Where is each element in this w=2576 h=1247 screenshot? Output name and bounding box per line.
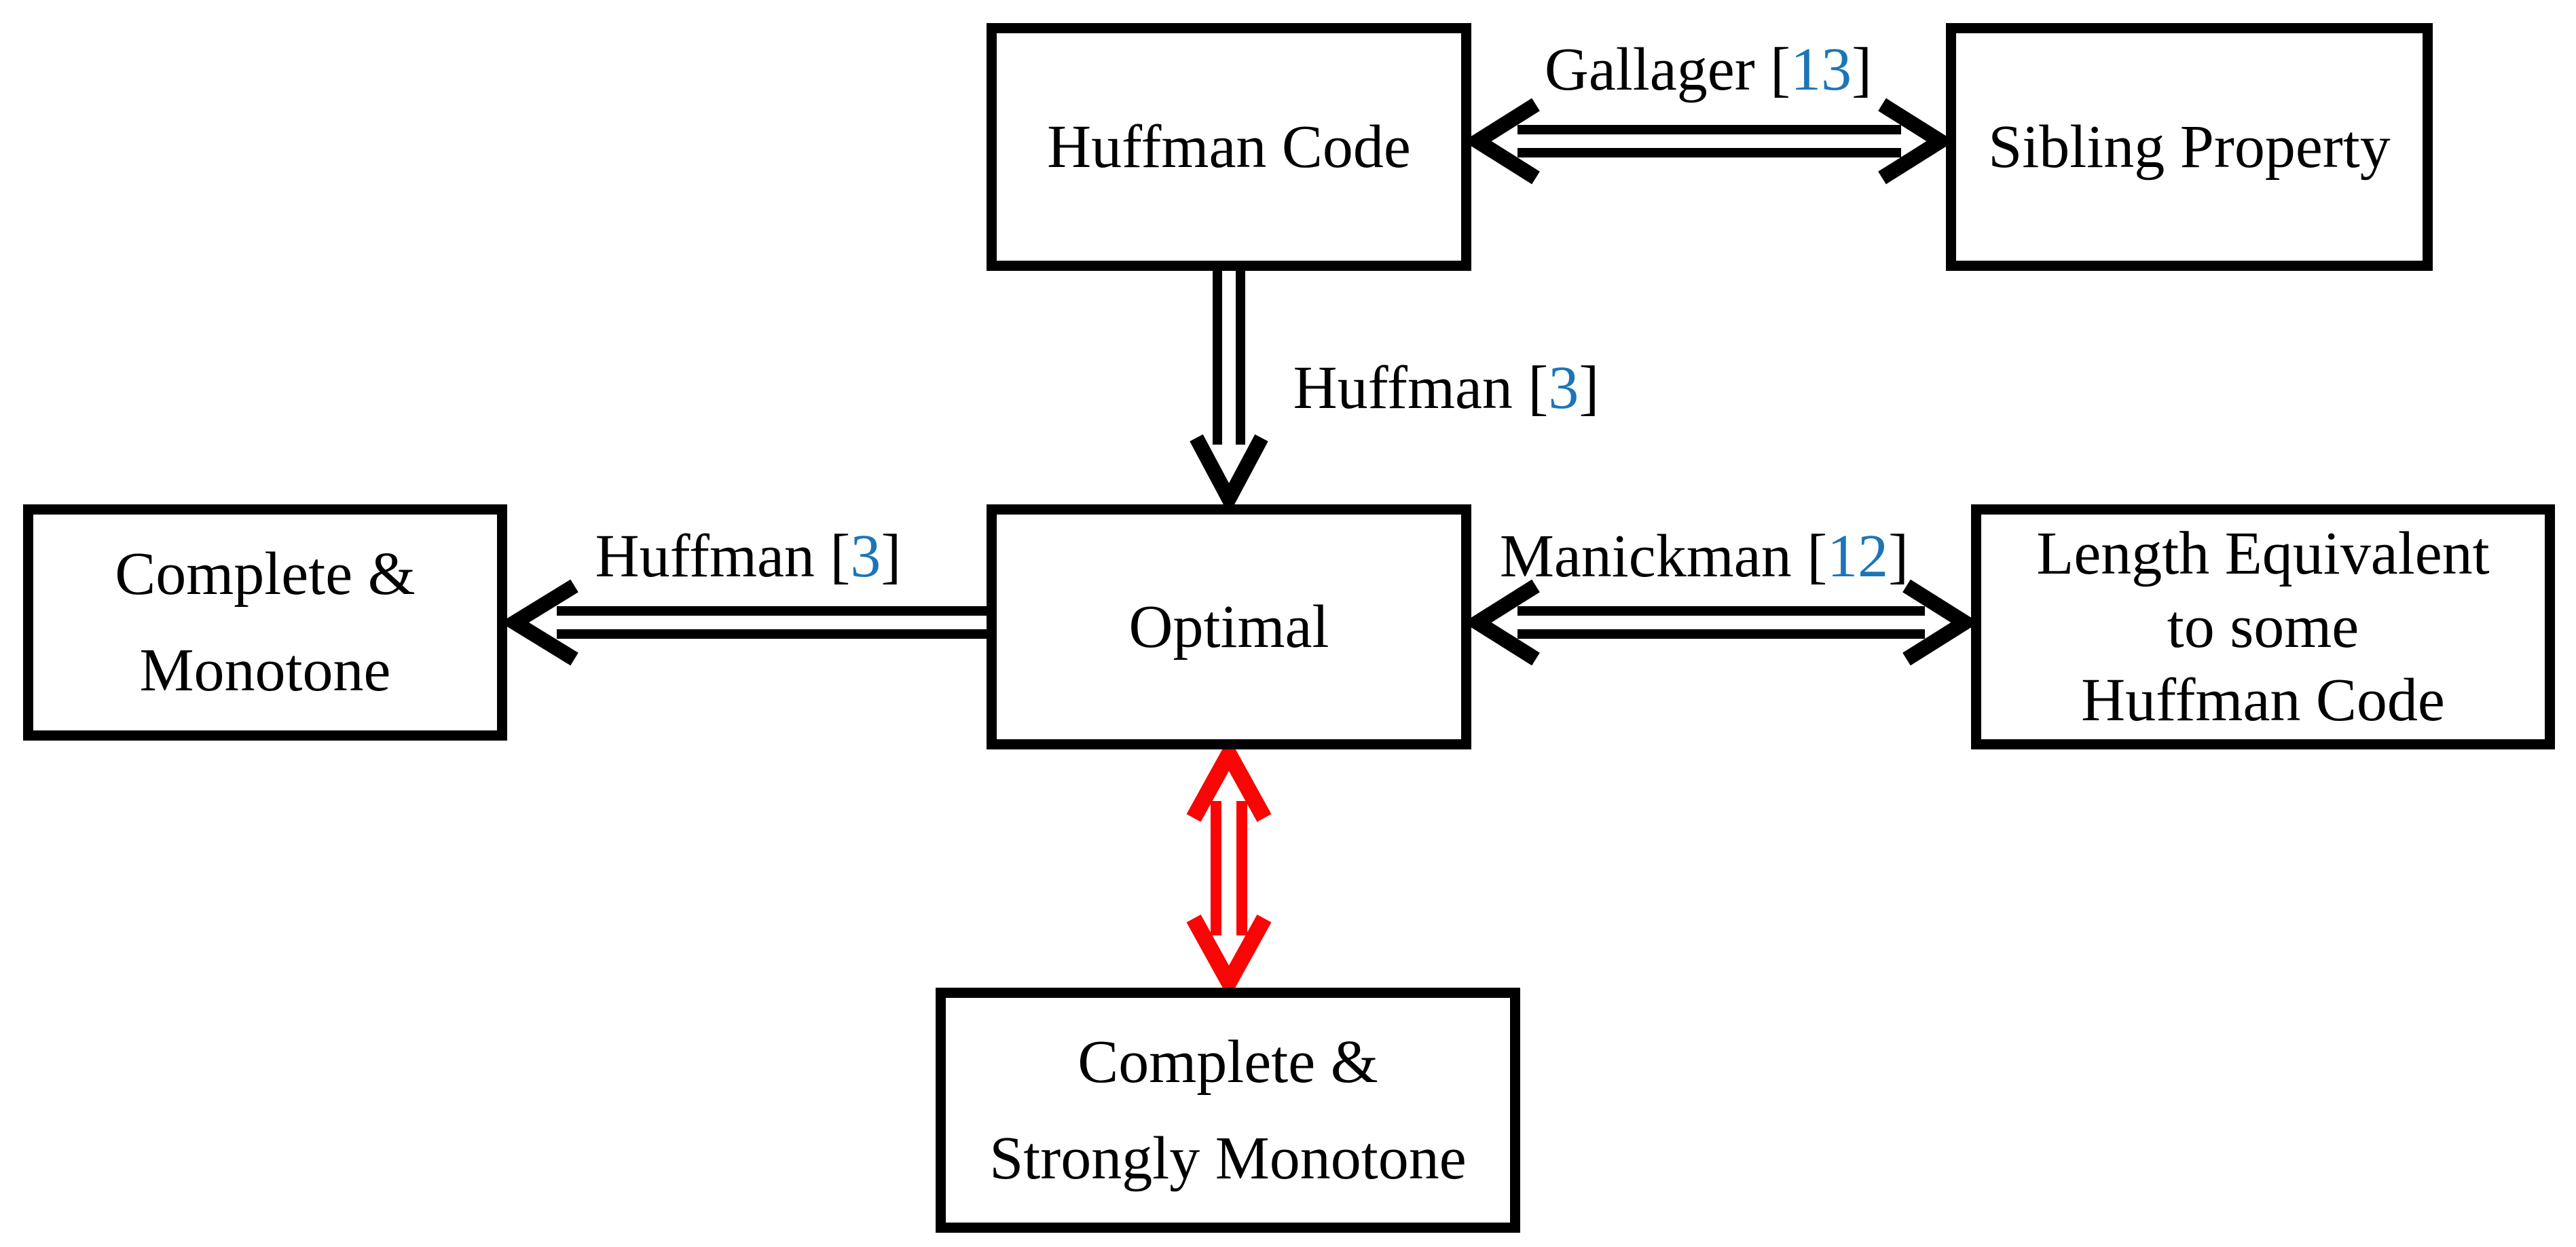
node-optimal: Optimal — [987, 504, 1471, 749]
gallager-arrow — [1463, 98, 1955, 185]
edge-label-text: Huffman [ — [595, 523, 851, 590]
arrow-head-chevron-left — [500, 579, 578, 666]
edge-label-manickman: Manickman [12] — [1500, 526, 1909, 587]
edge-label-text: Huffman [ — [1293, 354, 1549, 422]
node-label-line: Huffman Code — [2081, 666, 2445, 734]
huffman-left-arrow — [500, 579, 987, 666]
node-label-line: Complete & — [115, 540, 416, 608]
node-complete-monotone: Complete & Monotone — [23, 504, 507, 741]
manickman-arrow — [1463, 579, 1979, 666]
edge-label-text: ] — [881, 523, 902, 590]
edge-label-huffman-down: Huffman [3] — [1293, 358, 1600, 419]
arrow-head-chevron-right — [1878, 98, 1955, 185]
node-label-line: Optimal — [1128, 593, 1329, 660]
node-label-line: Huffman Code — [1047, 113, 1411, 181]
edge-label-text: ] — [1888, 523, 1909, 590]
arrow-head-chevron-up — [1186, 737, 1272, 822]
node-sibling-property: Sibling Property — [1946, 23, 2433, 271]
citation-number: 3 — [1548, 354, 1579, 422]
node-label-line: to some — [2167, 593, 2359, 660]
node-huffman-code: Huffman Code — [987, 23, 1471, 271]
edge-label-text: Manickman [ — [1499, 523, 1828, 590]
strongly-monotone-equivalence-arrow — [1186, 737, 1272, 999]
node-label-line: Sibling Property — [1988, 113, 2391, 181]
arrow-head-chevron-right — [1902, 579, 1979, 666]
arrow-head-chevron-down — [1190, 434, 1268, 515]
citation-number: 12 — [1827, 523, 1889, 590]
node-label-line: Length Equivalent — [2036, 519, 2490, 587]
node-label-line: Strongly Monotone — [989, 1124, 1467, 1192]
node-complete-strongly-monotone: Complete & Strongly Monotone — [936, 988, 1520, 1233]
citation-number: 13 — [1790, 36, 1852, 103]
edge-label-gallager: Gallager [13] — [1545, 39, 1872, 100]
edge-label-text: ] — [1852, 36, 1873, 103]
huffman-down-arrow — [1190, 271, 1268, 515]
arrow-head-chevron-down — [1186, 914, 1272, 999]
edge-label-text: Gallager [ — [1544, 36, 1791, 103]
arrow-head-chevron-left — [1463, 579, 1540, 666]
edge-label-text: ] — [1579, 354, 1600, 422]
arrow-head-chevron-left — [1463, 98, 1540, 185]
node-label-line: Monotone — [139, 637, 391, 704]
citation-number: 3 — [850, 523, 881, 590]
edge-label-huffman-left: Huffman [3] — [595, 526, 902, 587]
node-label-line: Complete & — [1078, 1028, 1378, 1096]
node-length-equivalent: Length Equivalent to some Huffman Code — [1971, 504, 2555, 749]
